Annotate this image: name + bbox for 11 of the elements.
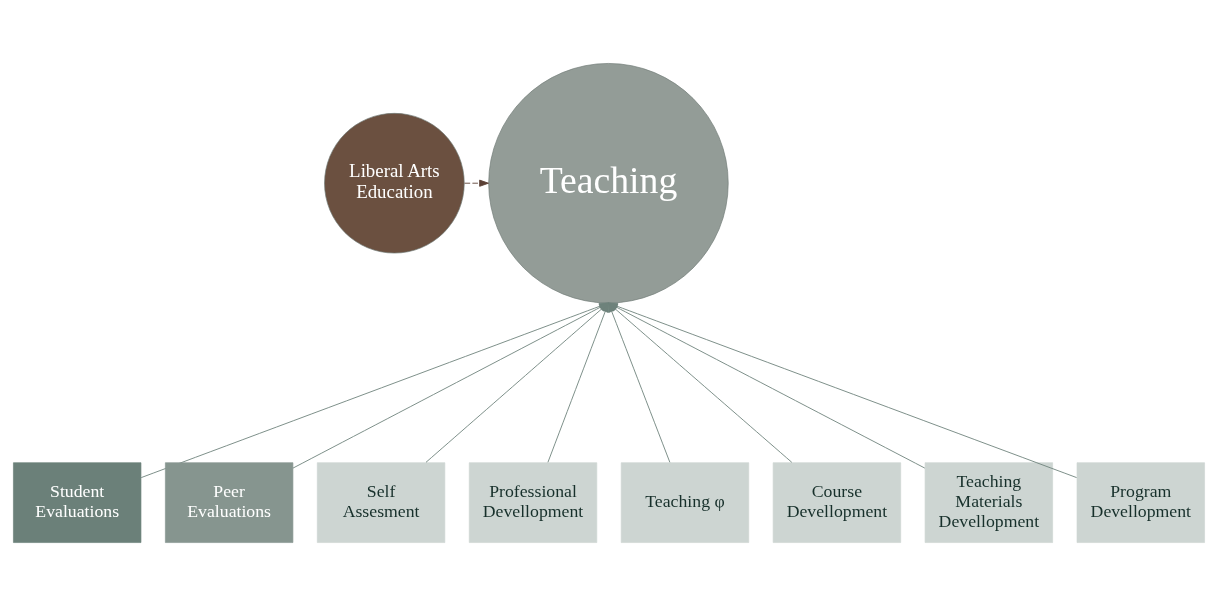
node-box: Self Assesment xyxy=(316,461,446,543)
node-box: Program Devellopment xyxy=(1076,461,1205,543)
node-box: Course Devellopment xyxy=(772,461,902,543)
node-box: Teaching φ xyxy=(620,461,750,543)
node-box: Teaching Materials Devellopment xyxy=(924,461,1053,543)
arrow xyxy=(464,179,489,187)
node-box: Student Evaluations xyxy=(13,461,142,543)
node-circle: Liberal Arts Education xyxy=(324,112,465,253)
node-circle: Teaching xyxy=(488,62,729,303)
node-box: Professional Devellopment xyxy=(468,461,598,543)
node-box: Peer Evaluations xyxy=(165,461,294,543)
